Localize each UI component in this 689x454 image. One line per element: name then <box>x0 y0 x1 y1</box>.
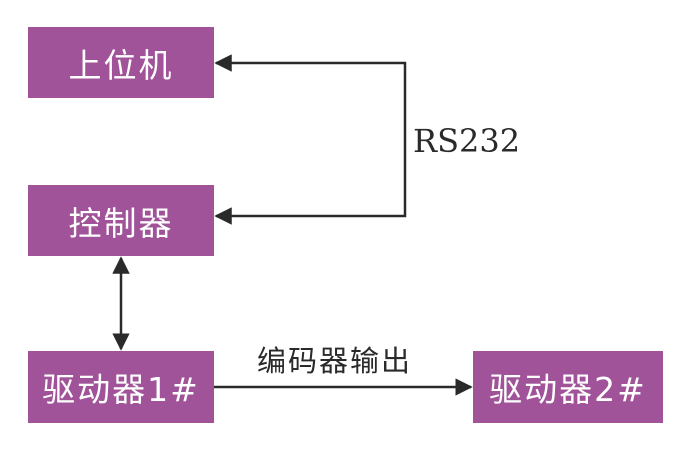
controller-node: 控制器 <box>28 185 214 256</box>
controller-label: 控制器 <box>68 203 174 243</box>
rs232-label: RS232 <box>413 122 521 160</box>
host-computer-node: 上位机 <box>28 27 214 98</box>
encoder-output-label: 编码器输出 <box>257 344 413 378</box>
driver1-node: 驱动器1# <box>28 351 214 423</box>
rs232-connector <box>214 54 407 225</box>
driver2-node: 驱动器2# <box>473 351 663 423</box>
driver1-label: 驱动器1# <box>42 370 200 409</box>
host-computer-label: 上位机 <box>68 45 174 85</box>
driver2-label: 驱动器2# <box>489 370 647 409</box>
